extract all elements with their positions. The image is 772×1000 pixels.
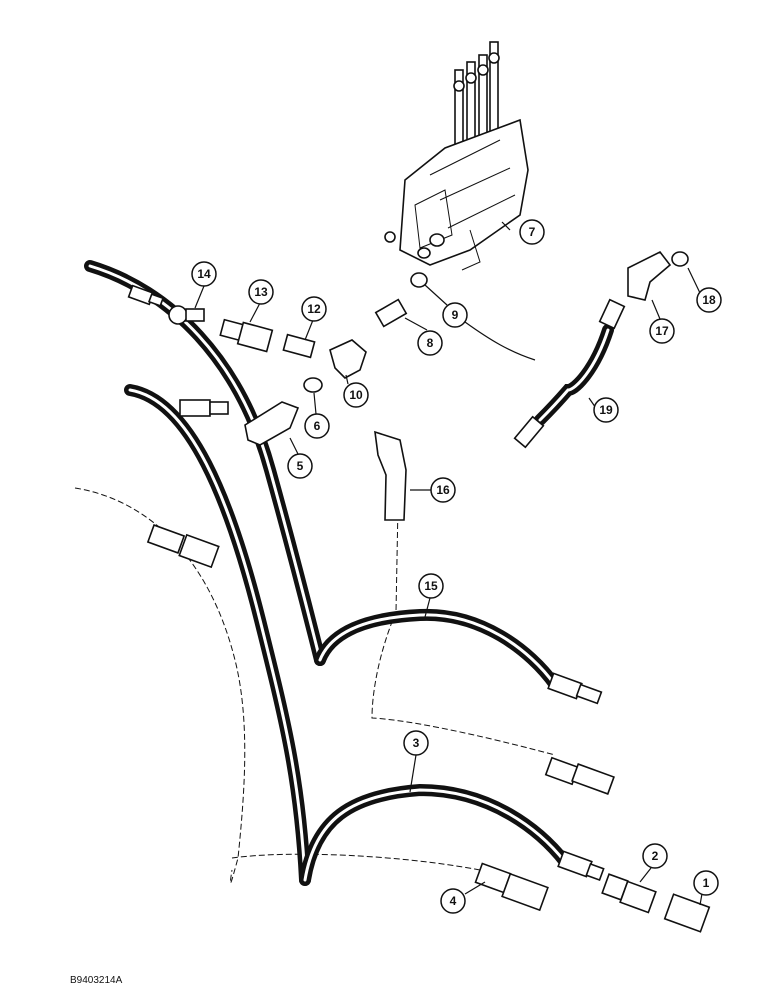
elbow-17 <box>627 250 672 301</box>
adapter-1 <box>663 893 711 933</box>
elbow-16 <box>374 430 407 521</box>
oring-9 <box>410 272 428 288</box>
fitting-hose-15-end <box>547 672 603 705</box>
callout-label: 19 <box>599 403 613 417</box>
callout-label: 2 <box>652 849 659 863</box>
callout-label: 15 <box>424 579 438 593</box>
hose-19 <box>534 324 614 426</box>
elbow-10 <box>329 339 367 379</box>
hose-middle <box>124 384 311 886</box>
fitting-hose-19-ends <box>513 298 626 449</box>
control-valve <box>384 41 529 271</box>
callout-label: 6 <box>314 419 321 433</box>
fitting-hose-middle-end <box>179 399 229 417</box>
oring-6 <box>303 377 323 393</box>
callout-label: 9 <box>452 308 459 322</box>
callout-label: 18 <box>702 293 716 307</box>
coupler-13 <box>219 318 274 353</box>
hose-3 <box>299 783 571 886</box>
callout-19: 19 <box>593 397 619 423</box>
callout-6: 6 <box>304 413 330 439</box>
fitting-loose-middle <box>544 756 615 795</box>
callout-16: 16 <box>430 477 456 503</box>
hose-15 <box>314 608 561 691</box>
fitting-hose-upper-end <box>127 284 165 307</box>
callout-label: 3 <box>413 736 420 750</box>
callout-label: 12 <box>307 302 321 316</box>
callout-label: 10 <box>349 388 363 402</box>
callout-13: 13 <box>248 279 274 305</box>
callout-label: 4 <box>450 894 457 908</box>
fitting-hose-3-end <box>557 850 605 882</box>
callout-label: 5 <box>297 459 304 473</box>
callout-label: 13 <box>254 285 268 299</box>
fitting-loose-left <box>146 524 220 569</box>
callout-label: 16 <box>436 483 450 497</box>
oring-18 <box>671 251 689 267</box>
callout-7: 7 <box>519 219 545 245</box>
callout-18: 18 <box>696 287 722 313</box>
callout-3: 3 <box>403 730 429 756</box>
callout-label: 14 <box>197 267 211 281</box>
callout-label: 8 <box>427 336 434 350</box>
callout-9: 9 <box>442 302 468 328</box>
callout-17: 17 <box>649 318 675 344</box>
elbow-5 <box>244 401 300 446</box>
swivel-fitting-14 <box>168 305 205 325</box>
callout-14: 14 <box>191 261 217 287</box>
connector-8 <box>374 298 408 328</box>
callout-label: 1 <box>703 876 710 890</box>
callout-2: 2 <box>642 843 668 869</box>
figure-code: B9403214A <box>70 975 123 986</box>
callout-4: 4 <box>440 888 466 914</box>
callout-label: 17 <box>655 324 669 338</box>
callout-label: 7 <box>529 225 536 239</box>
phantom-outline <box>74 487 556 884</box>
callout-5: 5 <box>287 453 313 479</box>
adapter-12 <box>282 333 316 359</box>
callout-10: 10 <box>343 382 369 408</box>
coupler-2 <box>601 873 657 914</box>
callout-12: 12 <box>301 296 327 322</box>
callout-1: 1 <box>693 870 719 896</box>
callout-15: 15 <box>418 573 444 599</box>
fitting-4 <box>474 862 549 912</box>
leader-lines <box>194 221 704 906</box>
callout-8: 8 <box>417 330 443 356</box>
